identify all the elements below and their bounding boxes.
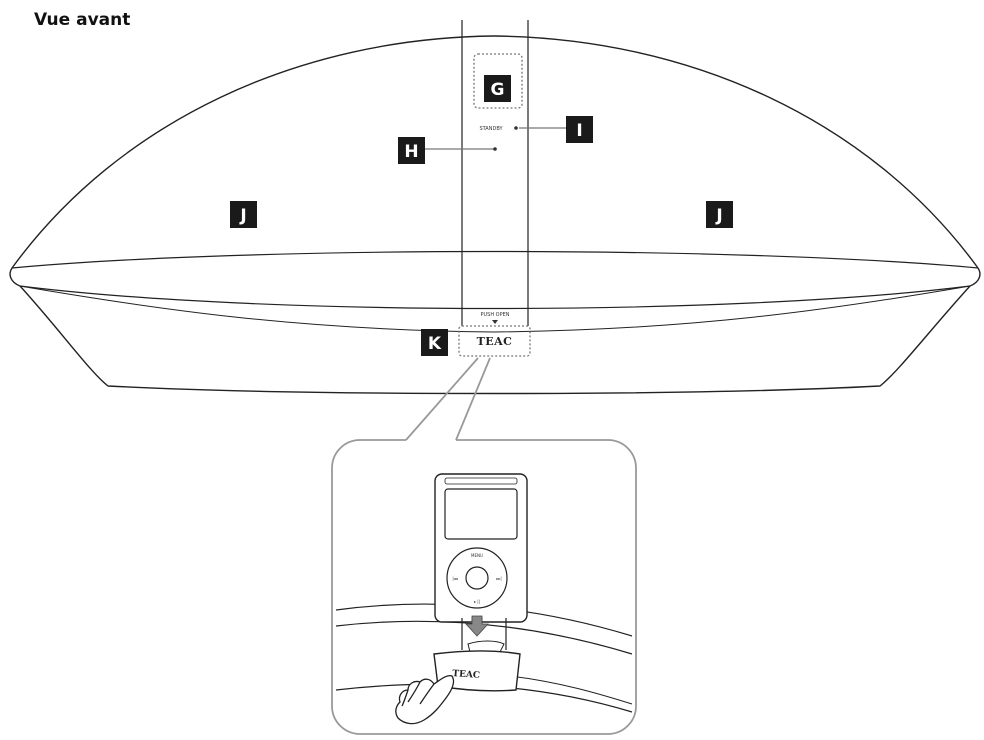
- hand-pointer-icon: [395, 674, 455, 725]
- label-g-box: [484, 75, 511, 102]
- ipod-device: MENU |◂◂ ▸▸| ▸ ||: [434, 473, 528, 623]
- sensor-dot: [493, 147, 497, 151]
- panel-brand: TEAC: [477, 335, 513, 348]
- ipod-menu-label: MENU: [471, 553, 483, 558]
- speaker-band-top: [11, 250, 979, 269]
- detail-speaker-curve-2: [335, 620, 633, 655]
- page-title: Vue avant: [34, 10, 131, 30]
- dock-tray: TEAC: [433, 618, 521, 692]
- label-k-box: [421, 329, 448, 356]
- label-k: K: [428, 334, 442, 354]
- dock-brand: TEAC: [452, 669, 480, 681]
- label-h: H: [404, 142, 418, 162]
- ipod-click-wheel: [446, 547, 508, 609]
- dock-dotted-box: [458, 325, 531, 357]
- label-i-box: [566, 116, 593, 143]
- label-j-right: J: [715, 206, 722, 226]
- callout-leader: [405, 357, 491, 441]
- speaker-base-top: [19, 285, 971, 333]
- standby-text: STANDBY: [479, 126, 503, 132]
- control-area-dotted-box: [473, 53, 523, 109]
- insert-arrow-icon: [465, 615, 489, 637]
- ipod-play-label: ▸ ||: [474, 599, 480, 604]
- ipod-prev-label: |◂◂: [452, 576, 457, 581]
- label-j-left: J: [239, 206, 246, 226]
- speaker-band-mid: [19, 285, 971, 310]
- label-j-left-box: [230, 201, 257, 228]
- speaker-left-end: [9, 267, 21, 287]
- label-h-box: [398, 137, 425, 164]
- label-j-right-box: [706, 201, 733, 228]
- speaker-base: [19, 285, 971, 395]
- push-open-arrow: [492, 320, 498, 324]
- speaker-dome: [11, 35, 979, 269]
- detail-panel: [331, 439, 637, 735]
- standby-indicator: [514, 126, 518, 130]
- label-i: I: [576, 121, 582, 141]
- label-g: G: [491, 80, 505, 100]
- ipod-next-label: ▸▸|: [496, 576, 501, 581]
- push-open-text: PUSH OPEN: [480, 312, 509, 318]
- ipod-center-button: [465, 566, 489, 590]
- detail-speaker-curve-4: [509, 675, 633, 705]
- speaker-right-end: [969, 267, 981, 287]
